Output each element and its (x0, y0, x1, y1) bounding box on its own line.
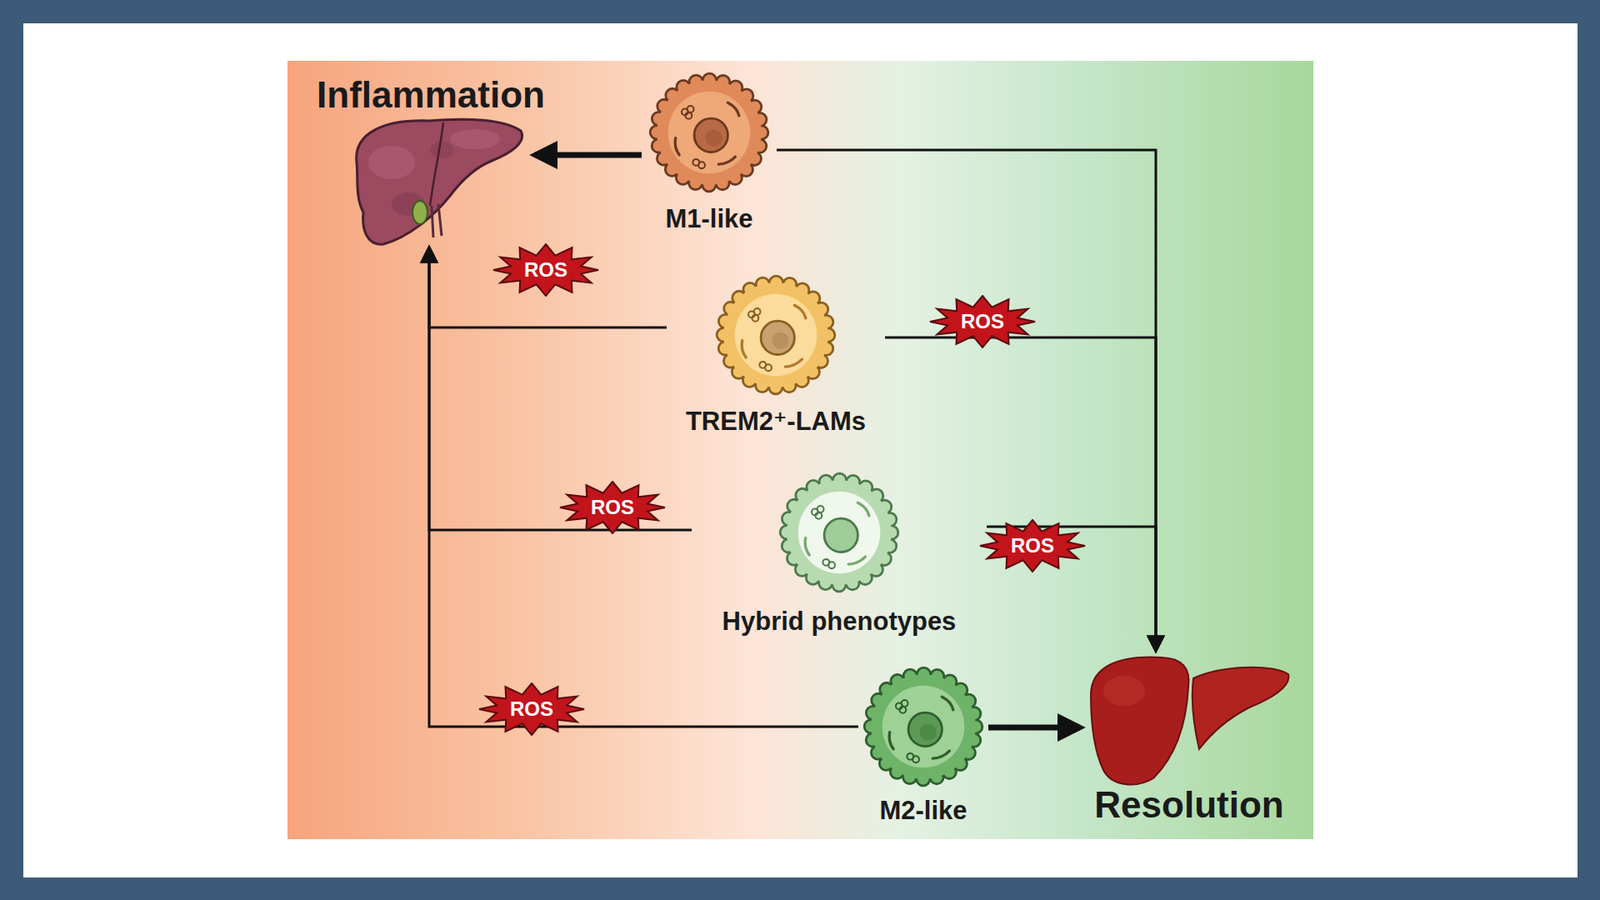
macrophage-cell (656, 80, 761, 185)
macrophage-cell (786, 480, 891, 585)
ros-star-shape (479, 683, 585, 735)
ros-text: ROS (960, 310, 1005, 334)
liver-node: Resolution (1080, 650, 1299, 827)
ros-badge: ROS (478, 682, 585, 736)
cell-node: M1-like (641, 68, 777, 235)
cell-label: M1-like (665, 204, 753, 235)
stage-heading: Resolution (1094, 784, 1284, 827)
ros-text: ROS (524, 258, 568, 282)
ros-text: ROS (1010, 534, 1055, 558)
macrophage-cell (723, 282, 828, 387)
connector-arrow (776, 150, 1156, 650)
connector-arrow (429, 248, 692, 530)
inflamed-liver (356, 119, 523, 245)
ros-badge: ROS (559, 480, 666, 535)
cell-label: M2-like (879, 795, 967, 826)
ros-text: ROS (590, 495, 635, 520)
cell-label: Hybrid phenotypes (722, 606, 957, 637)
ros-badge: ROS (979, 519, 1086, 573)
stage-heading: Inflammation (316, 74, 545, 117)
cell-node: M2-like (858, 663, 989, 826)
connector-arrow (885, 337, 1156, 650)
liver-node: Inflammation (326, 74, 535, 249)
ros-star-shape (493, 244, 599, 296)
cell-node: TREM2⁺-LAMs (666, 270, 885, 437)
ros-star-shape (980, 520, 1085, 572)
ros-star-shape (560, 481, 665, 534)
connector-arrow (988, 725, 1080, 731)
ros-text: ROS (510, 697, 554, 721)
ros-badge: ROS (929, 295, 1036, 349)
cell-node: Hybrid phenotypes (691, 470, 987, 637)
connector-arrow (429, 248, 859, 727)
cell-label: TREM2⁺-LAMs (685, 406, 866, 437)
ros-badge: ROS (492, 243, 600, 297)
ros-star-shape (930, 295, 1035, 348)
connector-arrow (535, 152, 642, 159)
healthy-liver (1090, 657, 1289, 785)
macrophage-cell (870, 674, 975, 779)
